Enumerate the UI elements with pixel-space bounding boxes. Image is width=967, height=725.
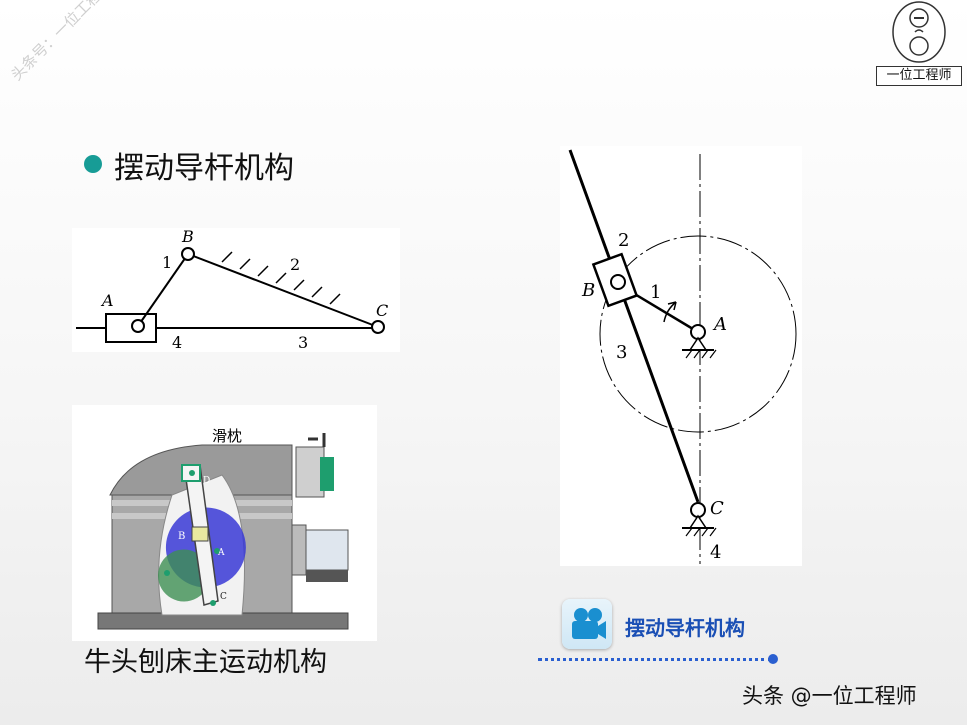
label-B: B <box>181 228 194 246</box>
shaper-machine-svg: 滑枕 D B A C <box>72 405 377 641</box>
label-2: 2 <box>290 255 300 274</box>
shaper-machine-illustration: 滑枕 D B A C <box>72 405 377 641</box>
logo-caption: 一位工程师 <box>876 66 962 86</box>
diagram1-svg: B 1 2 A C 4 3 <box>76 227 388 352</box>
machine-label-D: D <box>203 476 210 486</box>
machine-label-B: B <box>178 531 185 542</box>
label-1: 1 <box>162 253 172 272</box>
label-4: 4 <box>172 333 182 352</box>
machine-label-C: C <box>220 592 227 602</box>
page-title: 摆动导杆机构 <box>114 151 294 186</box>
dotted-divider <box>538 658 772 661</box>
machine-label-A: A <box>217 548 225 558</box>
oscillating-guide-bar-diagram: 2 B 1 A 3 C 4 <box>560 146 802 566</box>
d2-label-4: 4 <box>710 542 721 563</box>
bullet-dot <box>84 155 102 173</box>
d2-label-C: C <box>710 498 724 519</box>
logo-emblem-icon <box>892 1 946 63</box>
video-link-label[interactable]: 摆动导杆机构 <box>625 616 745 640</box>
label-C: C <box>376 301 388 320</box>
figure-caption: 牛头刨床主运动机构 <box>84 647 327 678</box>
ram-label: 滑枕 <box>212 427 242 445</box>
d2-label-3: 3 <box>616 342 627 363</box>
dotted-divider-end-dot <box>768 654 778 664</box>
video-camera-icon[interactable] <box>562 599 612 649</box>
d2-label-A: A <box>712 314 727 335</box>
logo <box>872 0 966 90</box>
d2-label-1: 1 <box>650 282 661 303</box>
label-A: A <box>100 291 114 310</box>
d2-label-2: 2 <box>618 230 629 251</box>
diagram2-svg: 2 B 1 A 3 C 4 <box>568 149 797 564</box>
label-3: 3 <box>298 333 308 352</box>
d2-label-B: B <box>581 280 595 301</box>
watermark: 头条号：一位工程师 <box>7 0 116 85</box>
footer-attribution: 头条 @一位工程师 <box>742 684 917 708</box>
slider-crank-diagram: B 1 2 A C 4 3 <box>72 227 400 352</box>
